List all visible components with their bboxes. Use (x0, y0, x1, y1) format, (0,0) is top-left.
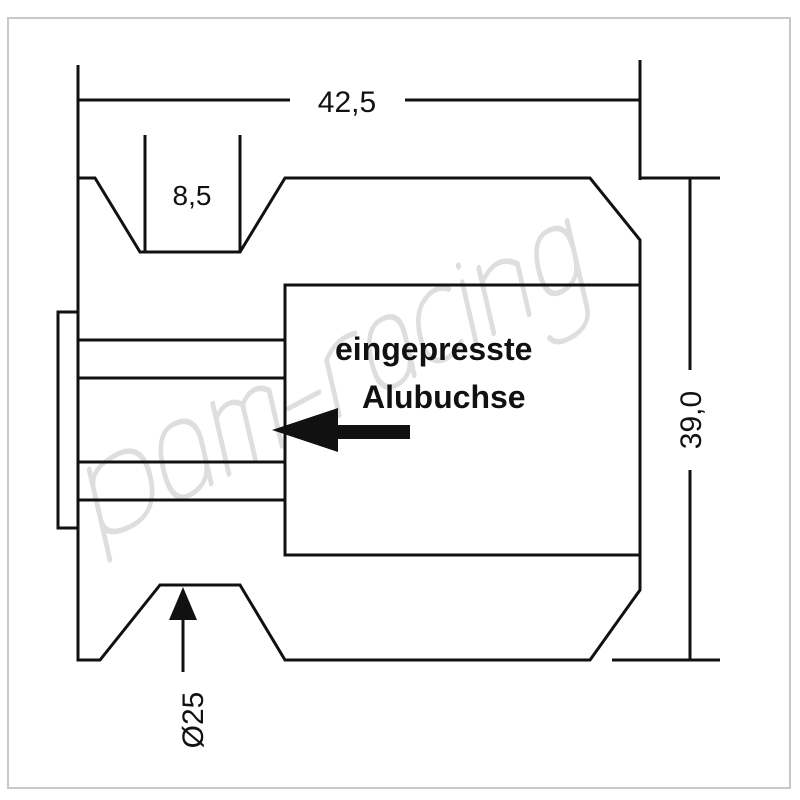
dimension-length-label: 42,5 (318, 86, 376, 119)
dimension-groove-width (143, 135, 242, 252)
pointer-arrow (272, 408, 410, 452)
dimension-groove-label: 8,5 (173, 180, 212, 211)
part-body-outline (76, 176, 642, 662)
dimension-diameter-label: Ø25 (177, 692, 210, 749)
flange (56, 310, 80, 530)
watermark-logo (86, 217, 590, 563)
dimension-height-label: 39,0 (675, 391, 708, 449)
dimension-overall-height (612, 176, 720, 662)
bushing-outline (283, 283, 642, 557)
label-line-1: eingepresste (335, 331, 532, 367)
frame-border (7, 17, 791, 789)
shaft-lines (78, 338, 285, 502)
label-line-2: Alubuchse (362, 379, 526, 415)
diameter-arrow (169, 587, 197, 672)
dimension-overall-length (76, 60, 642, 180)
